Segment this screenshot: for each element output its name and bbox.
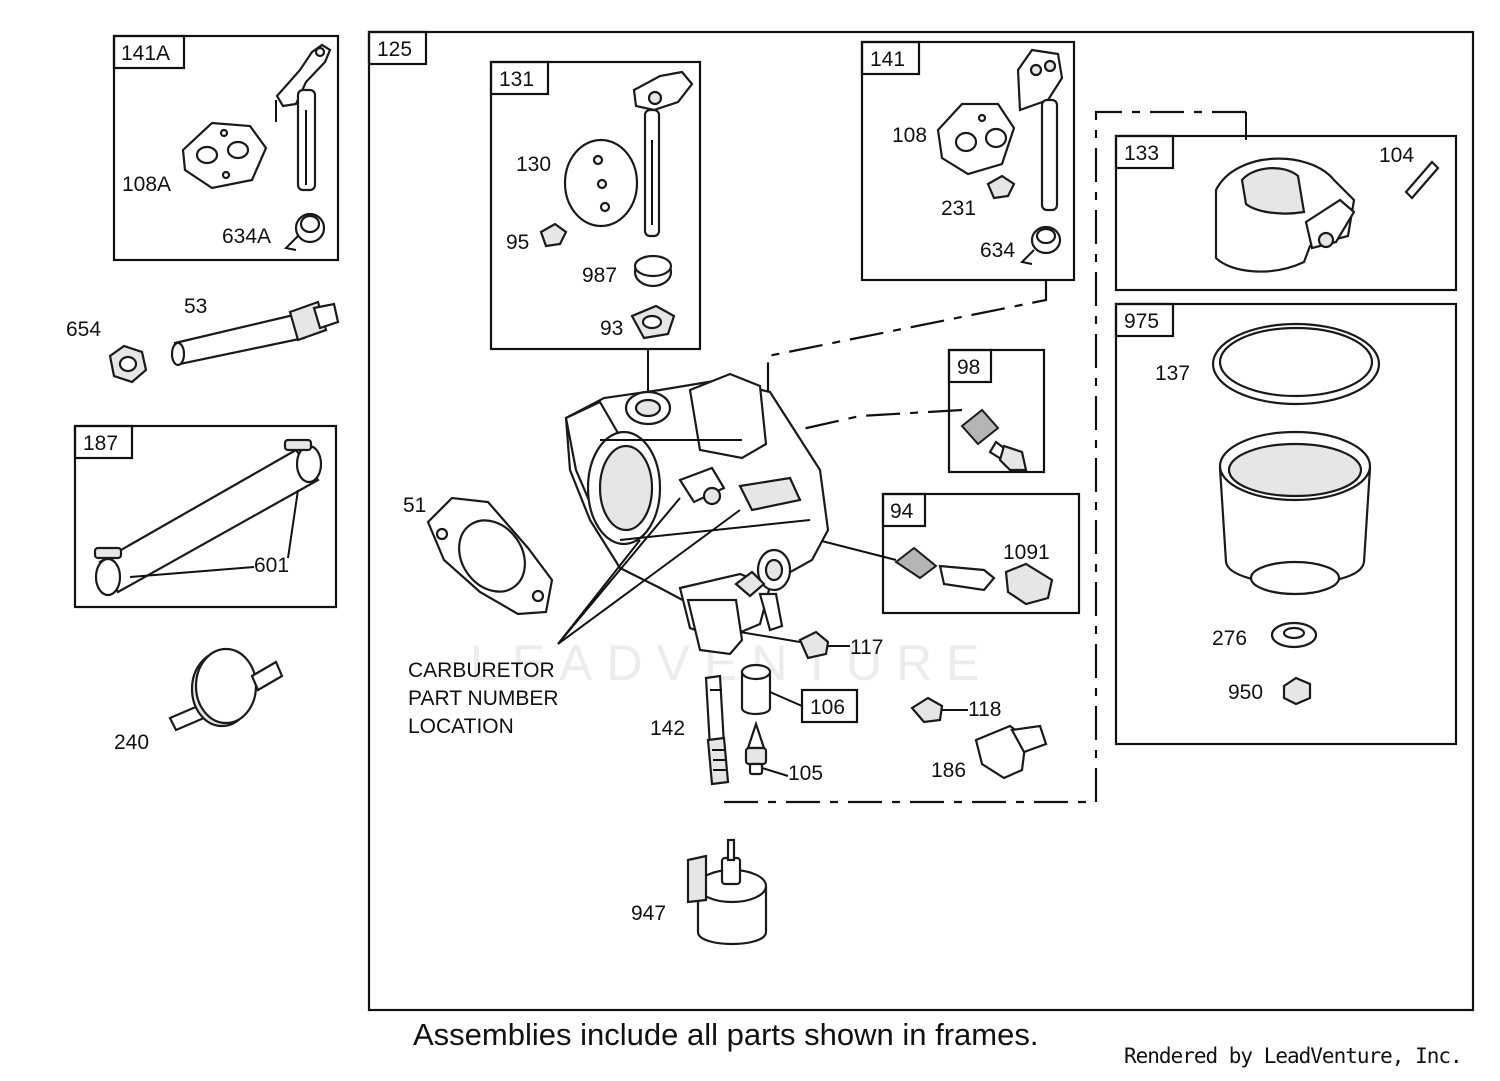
label-142: 142 [650,717,685,740]
label-634: 634 [980,239,1015,262]
nut-654 [108,344,148,384]
spring-634 [1019,225,1062,265]
fuel-fitting-53 [170,300,340,367]
label-240: 240 [114,731,149,754]
throttle-shaft [632,70,694,238]
frame-975: 975 137 276 950 [1114,302,1458,746]
footer-credit: Rendered by LeadVenture, Inc. [1124,1044,1463,1068]
inlet-needle-105 [744,720,768,776]
callout-line-1: CARBURETOR [408,659,555,682]
label-1091: 1091 [1003,541,1050,564]
label-947: 947 [631,902,666,925]
frame-98: 98 [947,348,1046,474]
jet-118 [910,696,944,724]
frame-tag-975: 975 [1124,310,1159,333]
idle-screw-98 [960,408,1028,472]
frame-tag-98: 98 [957,356,980,379]
seal-987 [633,254,673,288]
frame-131: 131 130 95 987 93 [489,60,702,351]
label-130: 130 [516,153,551,176]
label-186: 186 [931,759,966,782]
label-95: 95 [506,231,529,254]
gasket-137 [1211,322,1381,406]
main-jet-117 [798,630,850,660]
seal-93 [630,304,676,340]
label-231: 231 [941,197,976,220]
carburetor-body [564,372,830,656]
frame-133: 133 104 [1114,134,1458,292]
choke-plate-108A [181,121,268,190]
leader-94-body [809,537,897,561]
callout-line-3: LOCATION [408,715,514,738]
float-133 [1214,157,1356,273]
footer-note: Assemblies include all parts shown in fr… [413,1017,1039,1052]
label-276: 276 [1212,627,1247,650]
frame-tag-131: 131 [499,68,534,91]
washer-276 [1270,621,1318,649]
spring-634A [283,212,326,251]
float-bowl [1218,430,1372,596]
screw-95 [539,222,568,248]
fuel-hose-assembly [93,438,323,597]
throttle-plate-130 [563,138,639,228]
label-104: 104 [1379,144,1414,167]
label-105: 105 [788,762,823,785]
fuel-filter-240 [168,647,284,732]
choke-plate-108 [936,102,1016,176]
label-987: 987 [582,264,617,287]
needle-seat-106 [740,663,772,716]
frame-106: 106 [800,688,859,724]
label-634A: 634A [222,225,271,248]
callout-line-2: PART NUMBER [408,687,559,710]
solenoid-947 [686,838,768,946]
label-93: 93 [600,317,623,340]
label-108: 108 [892,124,927,147]
part-number-callout: CARBURETOR PART NUMBER LOCATION [408,497,741,738]
frame-94: 94 1091 [881,492,1081,615]
frame-187: 187 601 [73,424,338,609]
bowl-nut-950 [1282,676,1312,706]
label-108A: 108A [122,173,171,196]
label-137: 137 [1155,362,1190,385]
leader-141-body [766,280,1048,420]
frame-141A: 141A 108A 634A [112,34,340,262]
frame-tag-141A: 141A [121,42,170,65]
label-654: 654 [66,318,101,341]
emulsion-tube-142 [704,674,730,786]
frame-141: 141 108 231 634 [860,40,1076,282]
choke-shaft-141 [1016,48,1064,212]
frame-tag-125: 125 [377,38,412,61]
label-601: 601 [254,554,289,577]
float-pin-104 [1404,160,1440,200]
mixture-screw-94 [894,546,1054,606]
label-53: 53 [184,295,207,318]
choke-shaft [275,43,332,192]
elbow-fitting-186 [974,724,1048,780]
label-950: 950 [1228,681,1263,704]
frame-tag-94: 94 [890,500,914,523]
bowl-group-outline [720,110,1246,804]
label-51: 51 [403,494,426,517]
gasket-51 [426,496,554,616]
frame-tag-106: 106 [810,696,845,719]
frame-tag-187: 187 [83,432,118,455]
label-117: 117 [850,636,883,659]
label-118: 118 [968,698,1001,721]
frame-125: 125 [367,30,1475,1012]
frame-tag-141: 141 [870,48,905,71]
frame-tag-133: 133 [1124,142,1159,165]
screw-231 [986,174,1016,200]
